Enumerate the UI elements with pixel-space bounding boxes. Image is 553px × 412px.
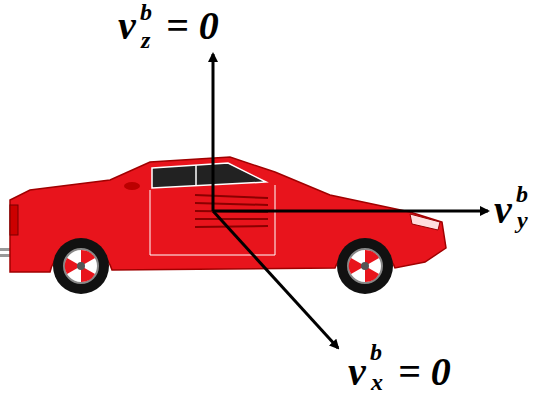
superscript: b xyxy=(516,182,528,206)
equation-value: = 0 xyxy=(398,352,451,392)
superscript: b xyxy=(370,340,382,364)
velocity-symbol: v xyxy=(348,352,366,392)
subscript: y xyxy=(517,208,528,232)
front-wheel xyxy=(337,238,393,294)
subscript: x xyxy=(371,370,383,394)
velocity-symbol: v xyxy=(118,6,136,46)
subscript: z xyxy=(141,28,150,52)
mirror xyxy=(124,182,140,190)
window-pillar xyxy=(195,165,197,186)
car-window xyxy=(152,163,266,188)
head-light xyxy=(410,214,440,230)
x-axis xyxy=(213,211,338,348)
velocity-symbol: v xyxy=(494,190,512,230)
y-axis xyxy=(213,210,488,213)
z-axis xyxy=(212,54,215,211)
superscript: b xyxy=(140,0,152,24)
rear-light xyxy=(10,205,18,235)
equation-value: = 0 xyxy=(166,6,219,46)
rear-wheel xyxy=(53,238,109,294)
